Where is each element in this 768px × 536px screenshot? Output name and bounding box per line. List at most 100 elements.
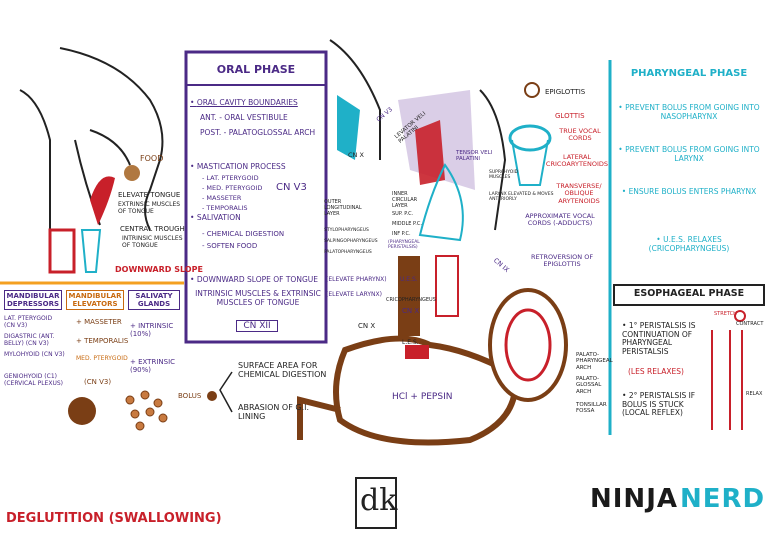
pharyngeal-phase-heading: PHARYNGEAL PHASE <box>630 68 748 79</box>
inf-pc-label: INF P.C. <box>392 231 411 237</box>
intrinsic-pct: + INTRINSIC (10%) <box>130 322 174 339</box>
oral-temporalis: - TEMPORALIS <box>202 204 248 212</box>
mandibular-elevators-box: MANDIBULAR ELEVATORS <box>66 290 124 311</box>
les-label: L.E.S. <box>402 339 419 346</box>
geniohyoid-item: GENIOHYOID (C1) (CERVICAL PLEXUS) <box>4 373 63 387</box>
extrinsic-pct: + EXTRINSIC (90%) <box>130 358 176 375</box>
hcl-label: HCl + PEPSIN <box>392 392 453 402</box>
masseter-item: + MASSETER <box>76 318 122 326</box>
stretch-label: STRETCH <box>714 311 737 317</box>
oral-phase-heading: ORAL PHASE <box>216 63 296 76</box>
oral-chem-dig: - CHEMICAL DIGESTION <box>202 230 285 238</box>
sup-pc-label: SUP. P.C. <box>392 211 414 217</box>
pharyngeal-peristalsis-label: (PHARYNGEAL PERISTALSIS) <box>388 240 420 251</box>
transverse-label: TRANSVERSE/ OBLIQUE ARYTENOIDS <box>556 182 602 205</box>
pharyngeal-item-2: PREVENT BOLUS FROM GOING INTO LARYNX <box>616 145 762 163</box>
tongue-left <box>90 176 115 225</box>
bolus-small <box>207 391 217 401</box>
elevate-tongue-label: ELEVATE TONGUE <box>118 191 181 199</box>
oral-lat-ptery: - LAT. PTERYGOID <box>202 174 259 182</box>
larynx-elev-label: LARYNX ELEVATED & MOVES ANTERIORLY <box>489 192 554 203</box>
ues-label: U.E.S. <box>400 276 418 283</box>
elevate-pharynx-label: (ELEVATE PHARYNX) <box>326 276 387 283</box>
intrinsic-label: INTRINSIC MUSCLES OF TONGUE <box>122 235 183 249</box>
oral-salivation: SALIVATION <box>190 213 241 223</box>
retroversion-label: RETROVERSION OF EPIGLOTTIS <box>530 253 594 269</box>
oral-mastication: MASTICATION PROCESS <box>190 162 286 172</box>
mylohyoid-item: MYLOHYOID (CN V3) <box>4 351 65 358</box>
epiglottis-face <box>524 82 540 98</box>
tonsillar-label: TONSILLAR FOSSA <box>576 402 607 415</box>
bolus-particles <box>125 390 168 431</box>
oral-cnv3: CN V3 <box>276 182 307 193</box>
page-title: DEGLUTITION (SWALLOWING) <box>6 511 222 526</box>
oral-downward: DOWNWARD SLOPE OF TONGUE <box>190 275 318 285</box>
palatoglossal-label: PALATO- GLOSSAL ARCH <box>576 376 602 395</box>
brand-nerd: NERD <box>680 484 766 514</box>
outer-long-label: OUTER LONGITUDINAL LAYER <box>324 199 362 217</box>
cnx-purple: CN X <box>402 307 420 315</box>
esophageal-phase-heading: ESOPHAGEAL PHASE <box>633 288 745 299</box>
oral-med-ptery: - MED. PTERYGOID <box>202 184 263 192</box>
lat-crico-label: LATERAL CRICOARYTENOIDS <box>545 153 609 169</box>
pharyngeal-muscle <box>415 120 445 185</box>
dk-logo-frame <box>355 477 397 529</box>
esophagus-middle <box>398 256 420 336</box>
oral-phase-box <box>184 50 328 344</box>
les-sphincter <box>405 345 429 359</box>
lat-pterygoid-item: LAT. PTERYGOID (CN V3) <box>4 315 53 329</box>
cnx-top: CN X <box>348 151 364 159</box>
bolus-large <box>68 397 96 425</box>
palatopharyngeal-label: PALATO- PHARYNGEAL ARCH <box>576 352 613 371</box>
oral-cavity-oval <box>488 288 568 402</box>
mandibular-depressors-box: MANDIBULAR DEPRESSORS <box>4 290 62 311</box>
secondary-peristalsis: 2° PERISTALSIS IF BOLUS IS STUCK (LOCAL … <box>622 391 708 418</box>
bolus-label: BOLUS <box>178 392 202 400</box>
stomach <box>333 335 519 446</box>
food-ball <box>124 165 140 181</box>
pharyngeal-item-4: U.E.S. RELAXES (CRICOPHARYNGEUS) <box>616 235 762 253</box>
trachea-left <box>48 228 76 274</box>
stylopharyngeus-label: STYLOPHARYNGEUS <box>324 228 369 233</box>
med-pterygoid-item: MED. PTERYGOID <box>76 355 128 362</box>
pharyngeal-item-1: PREVENT BOLUS FROM GOING INTO NASOPHARYN… <box>616 103 762 121</box>
suprahyoid-label: SUPRAHYOID MUSCLES <box>489 170 519 181</box>
palatopharyngeus-label: PALATOPHARYNGEUS <box>324 250 372 255</box>
salpingopharyngeus-label: SALPINGOPHARYNGEUS <box>324 239 378 244</box>
abrasion-label: ABRASION OF G.I. LINING <box>238 403 310 422</box>
surface-area-label: SURFACE AREA FOR CHEMICAL DIGESTION <box>238 361 327 380</box>
esophagus-bolus <box>435 255 459 317</box>
primary-peristalsis: 1° PERISTALSIS IS CONTINUATION OF PHARYN… <box>622 321 708 357</box>
oral-intrinsic-ext: INTRINSIC MUSCLES & EXTRINSIC MUSCLES OF… <box>195 289 321 307</box>
head-sagittal-left <box>19 47 164 250</box>
cnv3-left: (CN V3) <box>84 378 112 386</box>
les-relaxes: (LES RELAXES) <box>628 367 684 376</box>
approx-label: APPROXIMATE VOCAL CORDS (-ADDUCTS) <box>525 212 595 228</box>
dk-logo: dk <box>360 483 398 518</box>
esophagus-left <box>80 229 102 273</box>
tensor-label: TENSOR VELI PALATINI <box>456 150 493 163</box>
trachea-rings <box>511 139 549 186</box>
brand-ninja: NINJA <box>590 484 678 514</box>
oral-soften: - SOFTEN FOOD <box>202 242 258 250</box>
peristalsis-diagram <box>711 330 743 430</box>
duodenum <box>297 396 341 440</box>
glottis-label: GLOTTIS <box>555 112 585 120</box>
central-trough-label: CENTRAL TROUGH <box>120 225 185 233</box>
contract-label: CONTRACT <box>736 321 764 327</box>
middle-pc-label: MIDDLE P.C. <box>392 221 422 227</box>
oral-post: POST. - PALATOGLOSSAL ARCH <box>200 128 316 137</box>
digastric-item: DIGASTRIC (ANT. BELLY) (CN V3) <box>4 333 55 347</box>
oral-boundaries: ORAL CAVITY BOUNDARIES <box>190 98 298 108</box>
oral-masseter: - MASSETER <box>202 194 242 202</box>
elevate-larynx-label: (ELEVATE LARYNX) <box>326 291 382 298</box>
head-sagittal-middle <box>329 39 507 231</box>
true-cords-label: TRUE VOCAL CORDS <box>559 127 601 143</box>
pharyngeal-item-3: ENSURE BOLUS ENTERS PHARYNX <box>616 187 762 197</box>
downward-slope-label: DOWNWARD SLOPE <box>115 265 203 274</box>
cnx-mid: CN X <box>358 322 376 330</box>
oral-cnxii: CN XII <box>236 320 278 333</box>
food-label: FOOD <box>140 154 164 163</box>
cricopharyngeus-label: CRICOPHARYNGEUS <box>386 297 436 303</box>
